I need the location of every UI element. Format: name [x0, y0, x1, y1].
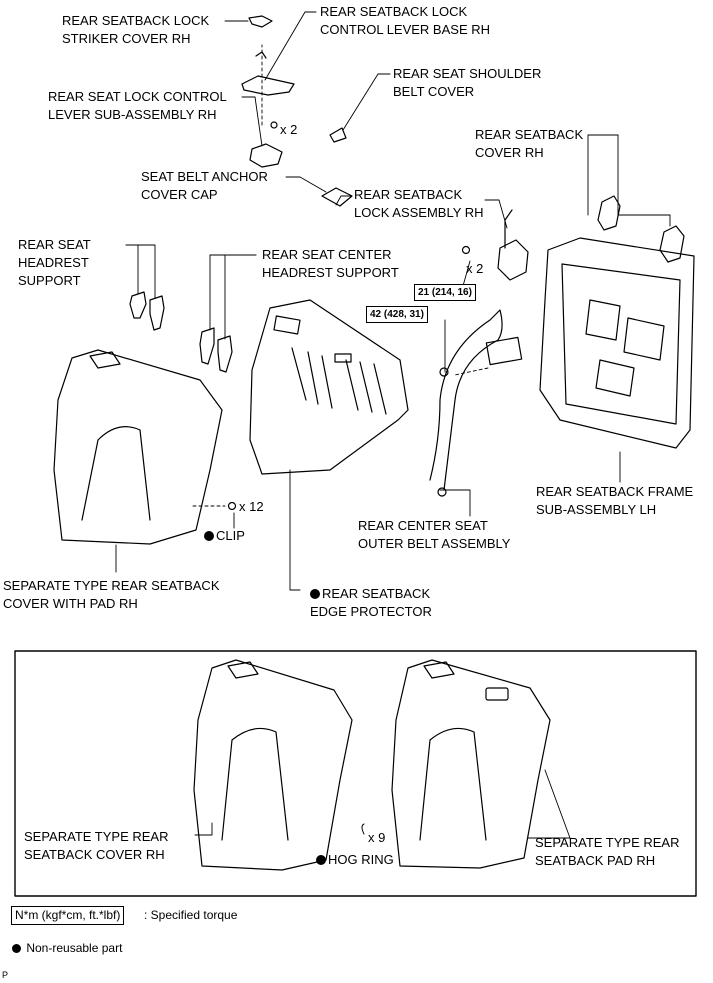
frame-part	[539, 237, 695, 449]
torque-lock-bolt: 21 (214, 16)	[414, 284, 476, 301]
footer-code: P	[2, 970, 9, 980]
torque-belt-anchor: 42 (428, 31)	[366, 306, 428, 323]
anchor-cap-part	[321, 187, 353, 207]
qty-lever-screws: x 2	[280, 122, 298, 137]
legend-torque-box: N*m (kgf*cm, ft.*lbf)	[11, 906, 125, 925]
inset-box	[14, 650, 697, 897]
lever-base-part	[241, 75, 295, 96]
label-clip: CLIP	[216, 528, 245, 543]
shoulder-belt-cover-part	[329, 127, 347, 143]
lock-lever-part	[249, 143, 283, 168]
striker-cover-part	[248, 15, 273, 28]
inset-cover-part	[193, 659, 353, 871]
non-reusable-marker	[310, 589, 320, 599]
legend-torque-text: : Specified torque	[144, 908, 238, 922]
qty-clips: x 12	[239, 499, 264, 514]
center-belt-part	[429, 309, 503, 491]
headrest-support-left	[129, 291, 147, 319]
center-headrest-right	[217, 335, 233, 373]
leader-lines	[115, 11, 671, 839]
lock-assembly-part	[497, 239, 529, 281]
label-edge-protector: REAR SEATBACK EDGE PROTECTOR	[310, 586, 432, 619]
center-headrest-left	[199, 327, 215, 365]
seatback-cover-part-1	[597, 195, 621, 231]
non-reusable-marker	[12, 944, 21, 953]
qty-lock-bolts: x 2	[466, 261, 484, 276]
qty-hog-rings: x 9	[368, 830, 386, 845]
headrest-support-right	[149, 295, 165, 331]
legend-non-reusable: Non-reusable part	[12, 941, 122, 956]
cover-with-pad-part	[53, 349, 223, 545]
non-reusable-marker	[316, 855, 326, 865]
label-hog-ring: HOG RING	[316, 851, 394, 869]
edge-protector-part	[249, 299, 409, 475]
seatback-cover-part-2	[659, 225, 685, 263]
inset-pad-part	[391, 659, 551, 869]
